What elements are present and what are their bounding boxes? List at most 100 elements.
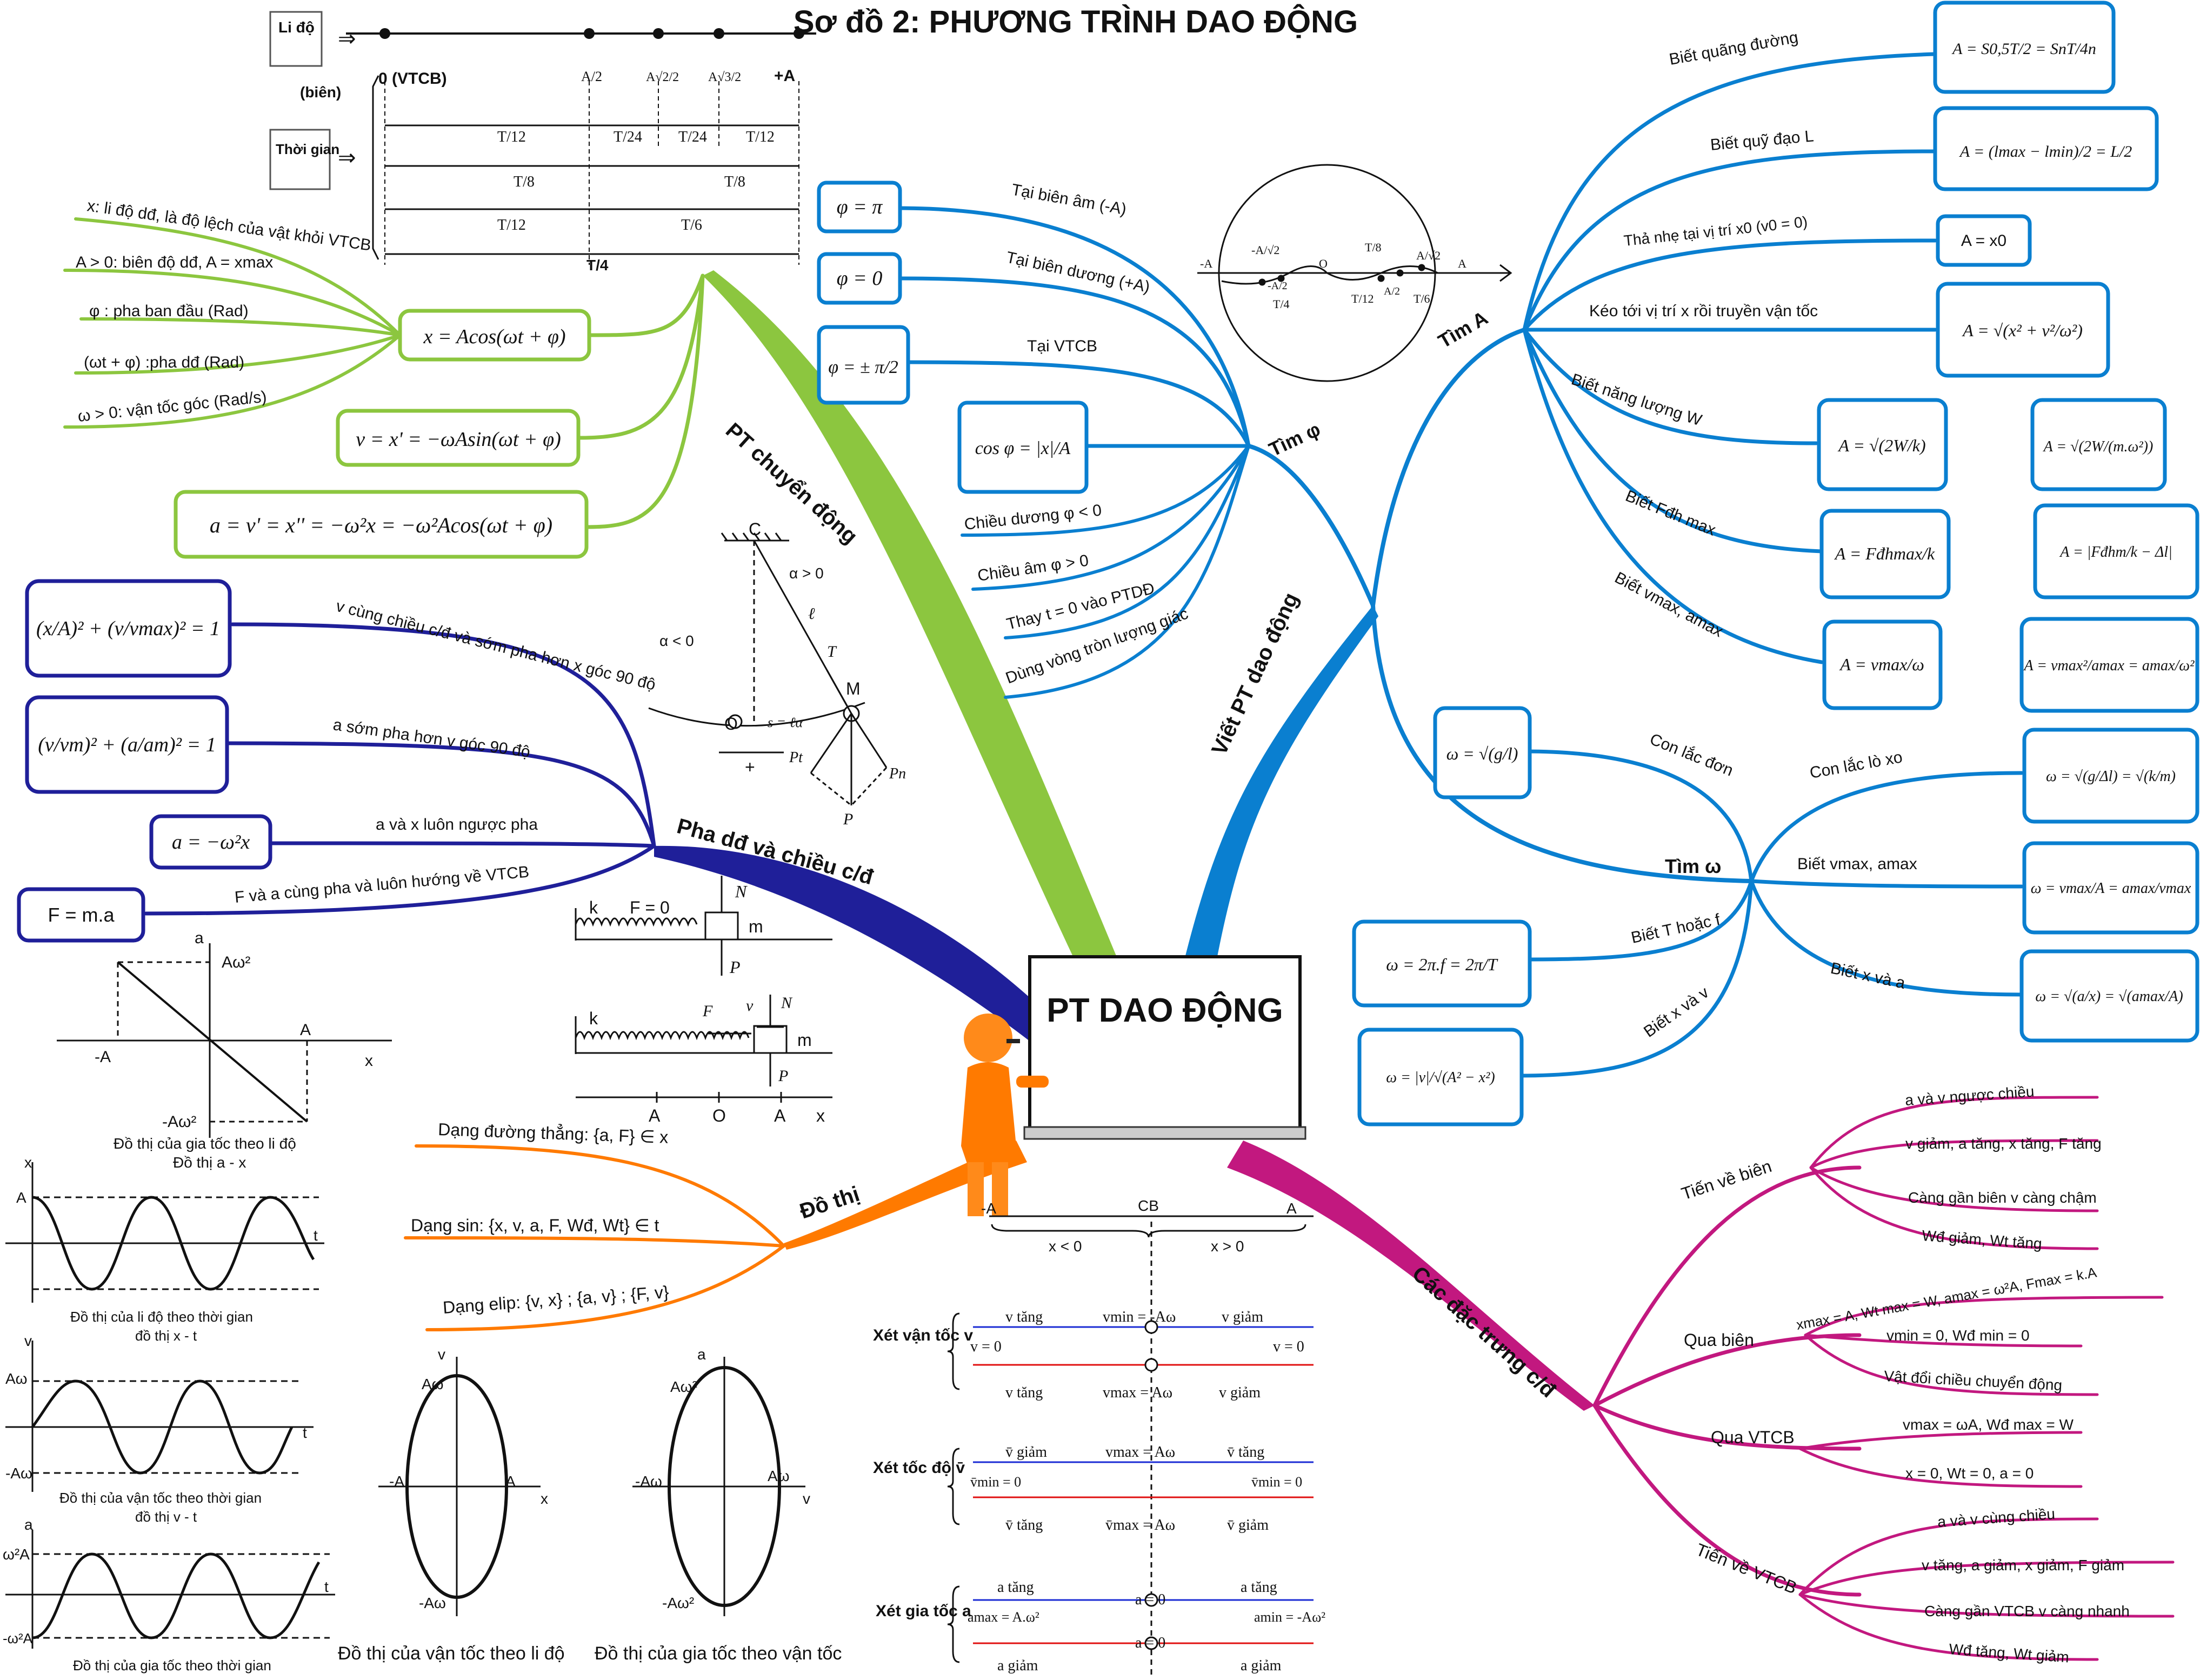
av-mAw: -Aω: [635, 1473, 662, 1490]
a-label-nang-luong: Biết năng lượng W: [1569, 370, 1704, 429]
graph-a-v: [632, 1357, 805, 1616]
connectors: [63, 52, 2175, 1661]
omega-formulas: ω = √(g/l) ω = √(g/Δl) = √(k/m) ω = vmax…: [1352, 706, 2199, 1126]
kin-v-bot1: vmax = Aω: [1103, 1384, 1172, 1401]
a-label-fdh: Biết Fđh max: [1623, 487, 1718, 539]
vx-x: x: [541, 1490, 548, 1507]
mag-tv-3: Wđ tăng, Wt giảm: [1949, 1641, 2070, 1665]
formula-A-W-mw: A = √(2W/(m.ω²)): [2043, 438, 2154, 455]
kin-a-bot1: a = 0: [1135, 1635, 1165, 1651]
w-label-x-a: Biết x và a: [1829, 959, 1907, 992]
vt-t: t: [303, 1424, 307, 1441]
formula-x: x = Acos(ωt + φ): [423, 325, 565, 348]
graph-a-v-labels: a Aω² -Aω Aω v -Aω² Đồ thị của gia tốc t…: [595, 1346, 842, 1664]
kin-v-bot2: v giảm: [1219, 1384, 1261, 1401]
spring1-N: N: [735, 882, 748, 901]
mag-qv-1: x = 0, Wt = 0, a = 0: [1905, 1465, 2034, 1482]
kin-xet-v: Xét vận tốc v: [873, 1326, 973, 1344]
green-label-A: A > 0: biên độ dđ, A = xmax: [76, 254, 273, 271]
tl-r1-0: T/12: [497, 129, 526, 145]
kinematics-labels: -A CB A x < 0 x > 0 Xét vận tốc v v tăng…: [873, 1197, 1325, 1674]
mag-qua-vtcb: Qua VTCB: [1711, 1428, 1795, 1447]
w-label-T-f: Biết T hoặc f: [1630, 911, 1722, 947]
kin-xneg: x < 0: [1049, 1238, 1082, 1255]
spring-diagrams: [575, 876, 832, 1103]
circ-mA: -A: [1200, 257, 1212, 270]
formula-xv: (x/A)² + (v/vmax)² = 1: [36, 617, 220, 640]
w-label-con-lac-lo-xo: Con lắc lò xo: [1808, 748, 1904, 782]
kin-s-bot1: v̄max = Aω: [1105, 1517, 1175, 1534]
tl-r2-0: T/8: [514, 174, 535, 190]
green-labels: x: li độ dđ, là độ lệch của vật khỏi VTC…: [76, 197, 372, 425]
formula-A-fdh: A = Fđhmax/k: [1834, 544, 1935, 563]
kin-a-top2: a tăng: [1241, 1579, 1277, 1596]
kin-s-top0: v̄ giảm: [1005, 1444, 1047, 1461]
formula-A-keo: A = √(x² + v²/ω²): [1962, 321, 2083, 340]
vx-A: A: [505, 1473, 516, 1490]
circ-O: O: [1319, 257, 1328, 270]
formula-A-W-k: A = √(2W/k): [1837, 436, 1925, 455]
branch-blue: [1184, 605, 1378, 962]
orange-label-sin: Dạng sin: {x, v, a, F, Wđ, Wt} ∈ t: [411, 1216, 659, 1235]
timeline-thoi-gian: Thời gian: [276, 141, 339, 157]
timeline-li-do: Li độ: [278, 19, 315, 36]
phi-label-bien-duong: Tại biên dương (+A): [1005, 249, 1152, 297]
kin-s-min-right: v̄min = 0: [1251, 1474, 1302, 1490]
cap-v-t-2: đồ thị v - t: [135, 1509, 197, 1525]
circ-T12: T/12: [1351, 292, 1374, 305]
kin-mA: -A: [981, 1200, 996, 1217]
formula-A-vmax-w: A = vmax/ω: [1839, 655, 1924, 674]
graph-x-t-labels: x A t Đồ thị của li độ theo thời gian đồ…: [16, 1154, 318, 1344]
vt-Aw: Aω: [5, 1370, 28, 1387]
formula-ax: a = −ω²x: [172, 831, 250, 854]
pend-O: O: [724, 714, 738, 734]
ax-mA: -A: [95, 1048, 111, 1066]
formula-cos-phi: cos φ = |x|/A: [975, 438, 1071, 458]
vx-v: v: [438, 1346, 445, 1363]
ax-x: x: [365, 1052, 373, 1070]
av-mAw2: -Aω²: [662, 1595, 694, 1611]
branch-label-tim-phi: Tìm φ: [1265, 418, 1324, 461]
cap-a-x-2: Đồ thị a - x: [173, 1154, 246, 1171]
phi-label-vtcb: Tại VTCB: [1027, 337, 1097, 355]
pend-M: M: [846, 679, 861, 698]
tl-r1-1: T/24: [614, 129, 642, 145]
at-t: t: [324, 1578, 329, 1595]
mag-tb-2: Càng gần biên v càng chậm: [1908, 1189, 2097, 1206]
magenta-labels: a và v ngược chiều v giảm, a tăng, x tăn…: [1795, 1083, 2130, 1665]
branch-orange: [784, 1141, 1027, 1250]
graph-v-x: [378, 1357, 541, 1616]
kin-v-top2: v giảm: [1222, 1309, 1263, 1325]
tl-p3: A√3/2: [708, 70, 741, 84]
xt-A: A: [16, 1189, 26, 1206]
formula-A-fdh-dl: A = |Fđhm/k − Δl|: [2059, 544, 2172, 561]
circ-T4: T/4: [1273, 297, 1290, 311]
mag-tb-3: Wđ giảm, Wt tăng: [1922, 1227, 2043, 1252]
formula-a: a = v' = x'' = −ω²x = −ω²Acos(ωt + φ): [210, 513, 552, 537]
kin-s-top2: v̄ tăng: [1227, 1444, 1264, 1461]
branch-magenta: [1227, 1141, 1595, 1411]
kin-s-top1: vmax = Aω: [1105, 1444, 1175, 1461]
formula-w-x-a: ω = √(a/x) = √(amax/A): [2035, 988, 2183, 1005]
graph-v-t-labels: v Aω -Aω t Đồ thị của vận tốc theo thời …: [5, 1332, 307, 1525]
navy-formulas: (x/A)² + (v/vmax)² = 1 (v/vm)² + (a/am)²…: [17, 579, 272, 943]
formula-phi-half: φ = ± π/2: [828, 357, 898, 377]
vx-mA: -A: [389, 1473, 404, 1490]
orange-label-line: Dạng đường thẳng: {a, F} ∈ x: [438, 1119, 669, 1147]
a-label-quy-dao: Biết quỹ đạo L: [1710, 127, 1815, 154]
formula-v: v = x' = −ωAsin(ωt + φ): [356, 428, 561, 451]
tl-r1-2: T/24: [678, 129, 707, 145]
navy-label-a: a sớm pha hơn v góc 90 độ: [332, 716, 531, 761]
formula-w-vmax: ω = vmax/A = amax/vmax: [2031, 880, 2191, 897]
branch-label-dac-trung: Các đặc trưng c/đ: [1408, 1262, 1561, 1403]
mag-tien-vtcb: Tiến về VTCB: [1693, 1539, 1799, 1598]
branch-label-tim-a: Tìm A: [1435, 306, 1492, 352]
spring-labels: k F = 0 m N P k F v N m P A O A x: [589, 882, 825, 1125]
kin-A: A: [1286, 1200, 1297, 1217]
kin-s-bot0: v̄ tăng: [1005, 1517, 1043, 1534]
spring2-F: F: [702, 1002, 713, 1020]
spring1-P: P: [729, 957, 741, 977]
kin-amax: amax = A.ω²: [968, 1609, 1039, 1625]
green-label-phase: (ωt + φ) :pha dđ (Rad): [84, 354, 244, 371]
